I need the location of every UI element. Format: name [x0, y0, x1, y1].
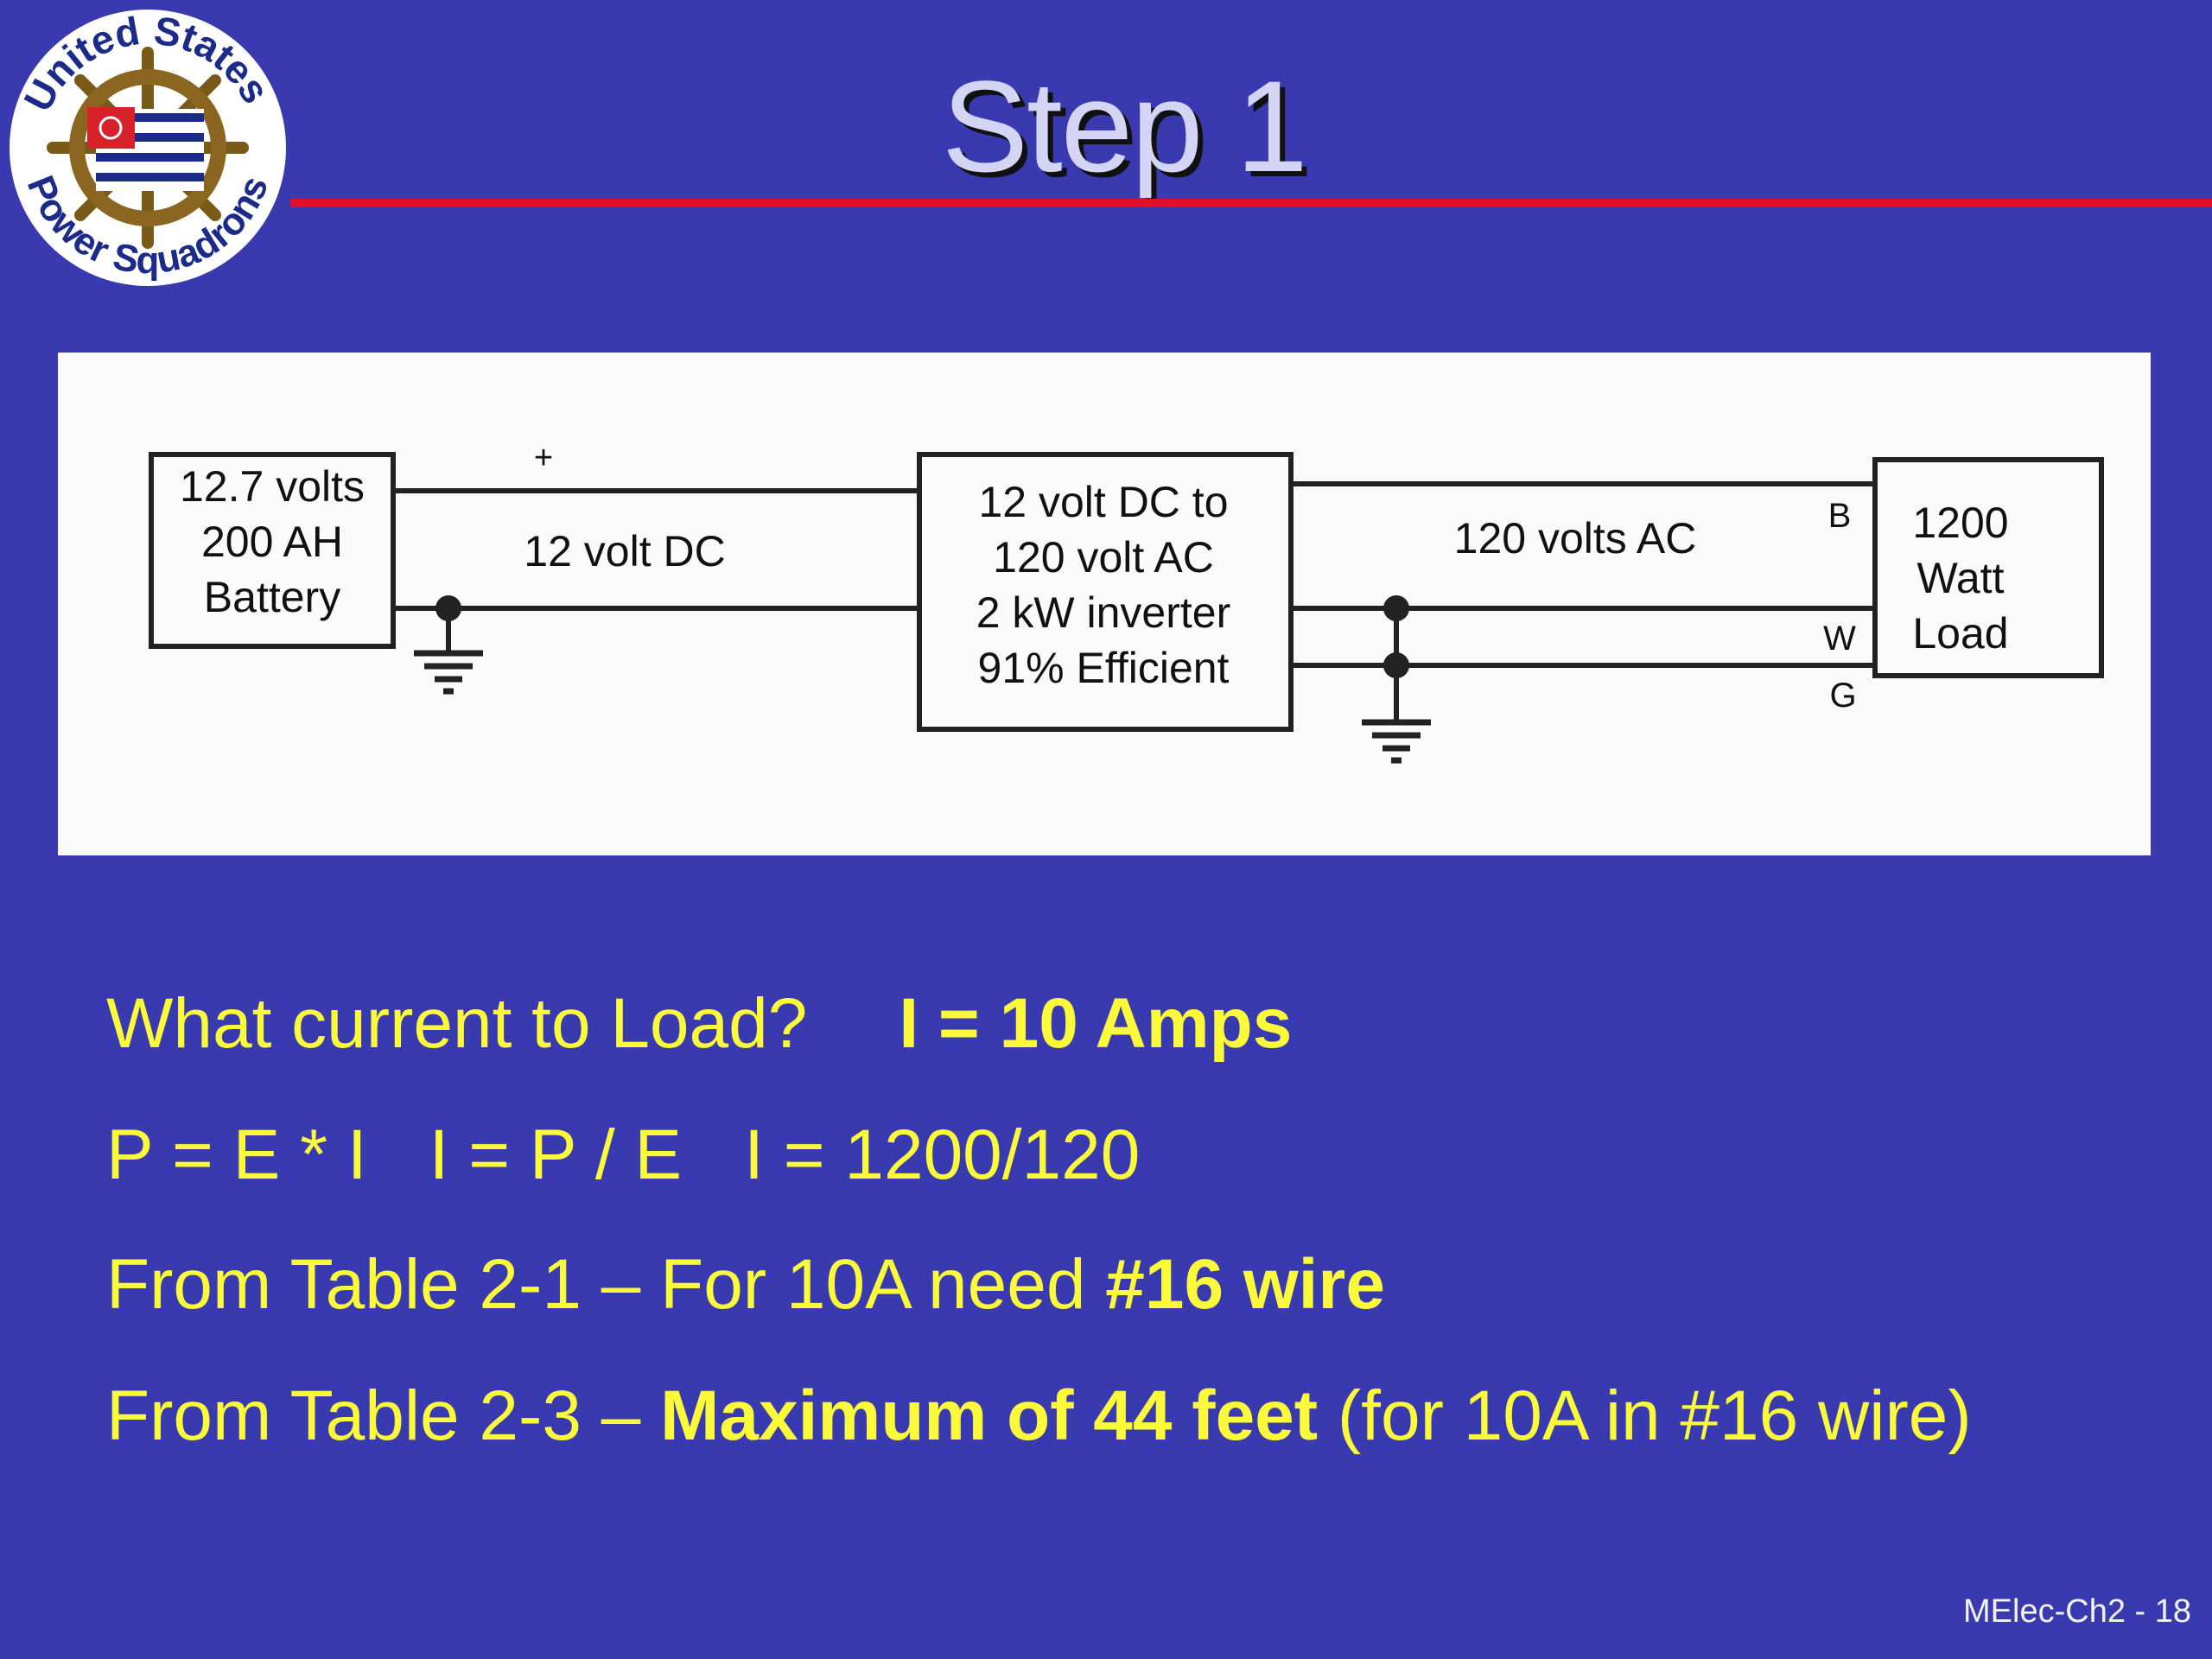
- load-box: [1872, 457, 2104, 678]
- question-line: What current to Load? I = 10 Amps: [106, 983, 1292, 1065]
- load-line-1: 1200: [1912, 499, 2008, 547]
- inverter-line-1: 12 volt DC to: [978, 478, 1228, 526]
- inverter-line-4: 91% Efficient: [978, 644, 1230, 692]
- title-divider: [290, 199, 2212, 207]
- formula-line: P = E * I I = P / E I = 1200/120: [106, 1115, 1140, 1196]
- inverter-line-3: 2 kW inverter: [976, 588, 1231, 637]
- question-text: What current to Load?: [106, 984, 808, 1063]
- table-2-1-line: From Table 2-1 – For 10A need #16 wire: [106, 1244, 1385, 1325]
- table-2-1-answer: #16 wire: [1105, 1245, 1385, 1324]
- load-line-3: Load: [1912, 609, 2008, 658]
- table-2-3-line: From Table 2-3 – Maximum of 44 feet (for…: [106, 1376, 1972, 1457]
- battery-line-3: Battery: [204, 573, 340, 621]
- wire-w-label: W: [1823, 620, 1856, 658]
- formula-3: I = 1200/120: [744, 1116, 1141, 1194]
- battery-box: [149, 452, 396, 649]
- question-answer: I = 10 Amps: [899, 984, 1293, 1063]
- dc-label: 12 volt DC: [524, 527, 725, 575]
- formula-1: P = E * I: [106, 1116, 367, 1194]
- slide-number: MElec-Ch2 - 18: [1963, 1593, 2191, 1630]
- battery-line-2: 200 AH: [201, 518, 343, 566]
- ac-label: 120 volts AC: [1454, 514, 1697, 563]
- plus-sign: +: [534, 440, 553, 476]
- table-2-3-answer: Maximum of 44 feet: [660, 1376, 1319, 1455]
- load-line-2: Watt: [1917, 554, 2005, 602]
- table-2-3-text: From Table 2-3 –: [106, 1376, 661, 1455]
- power-squadron-logo: United States Power Squadrons: [5, 5, 290, 290]
- wire-g-label: G: [1829, 677, 1856, 715]
- table-2-3-note: (for 10A in #16 wire): [1318, 1376, 1972, 1455]
- slide-title: Step 1: [942, 54, 1308, 199]
- wire-b-label: B: [1828, 497, 1852, 535]
- formula-2: I = P / E: [429, 1116, 683, 1194]
- battery-line-1: 12.7 volts: [180, 462, 365, 511]
- inverter-line-2: 120 volt AC: [993, 533, 1214, 582]
- inverter-box: [917, 452, 1294, 732]
- circuit-diagram: 12.7 volts 200 AH Battery + 12 volt DC 1…: [58, 353, 2151, 855]
- table-2-1-text: From Table 2-1 – For 10A need: [106, 1245, 1106, 1324]
